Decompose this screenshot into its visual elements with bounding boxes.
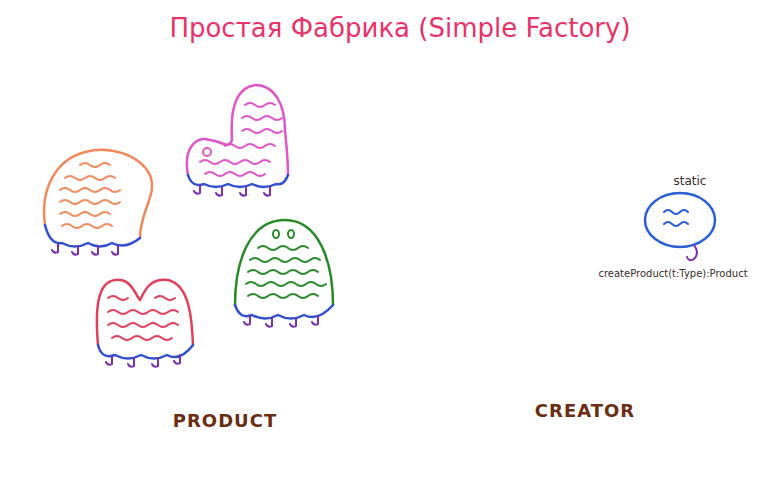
- red-product: [97, 280, 193, 367]
- section-label: CREATOR: [535, 400, 635, 421]
- modifier-label: static: [674, 174, 707, 188]
- pink-product: [187, 85, 288, 196]
- orange-product: [44, 150, 152, 255]
- green-product: [235, 220, 333, 327]
- method-signature: createProduct(t:Type):Product: [598, 268, 747, 279]
- section-label: PRODUCT: [173, 410, 277, 431]
- creator-blob: [645, 193, 715, 260]
- diagram-title: Простая Фабрика (Simple Factory): [169, 13, 630, 43]
